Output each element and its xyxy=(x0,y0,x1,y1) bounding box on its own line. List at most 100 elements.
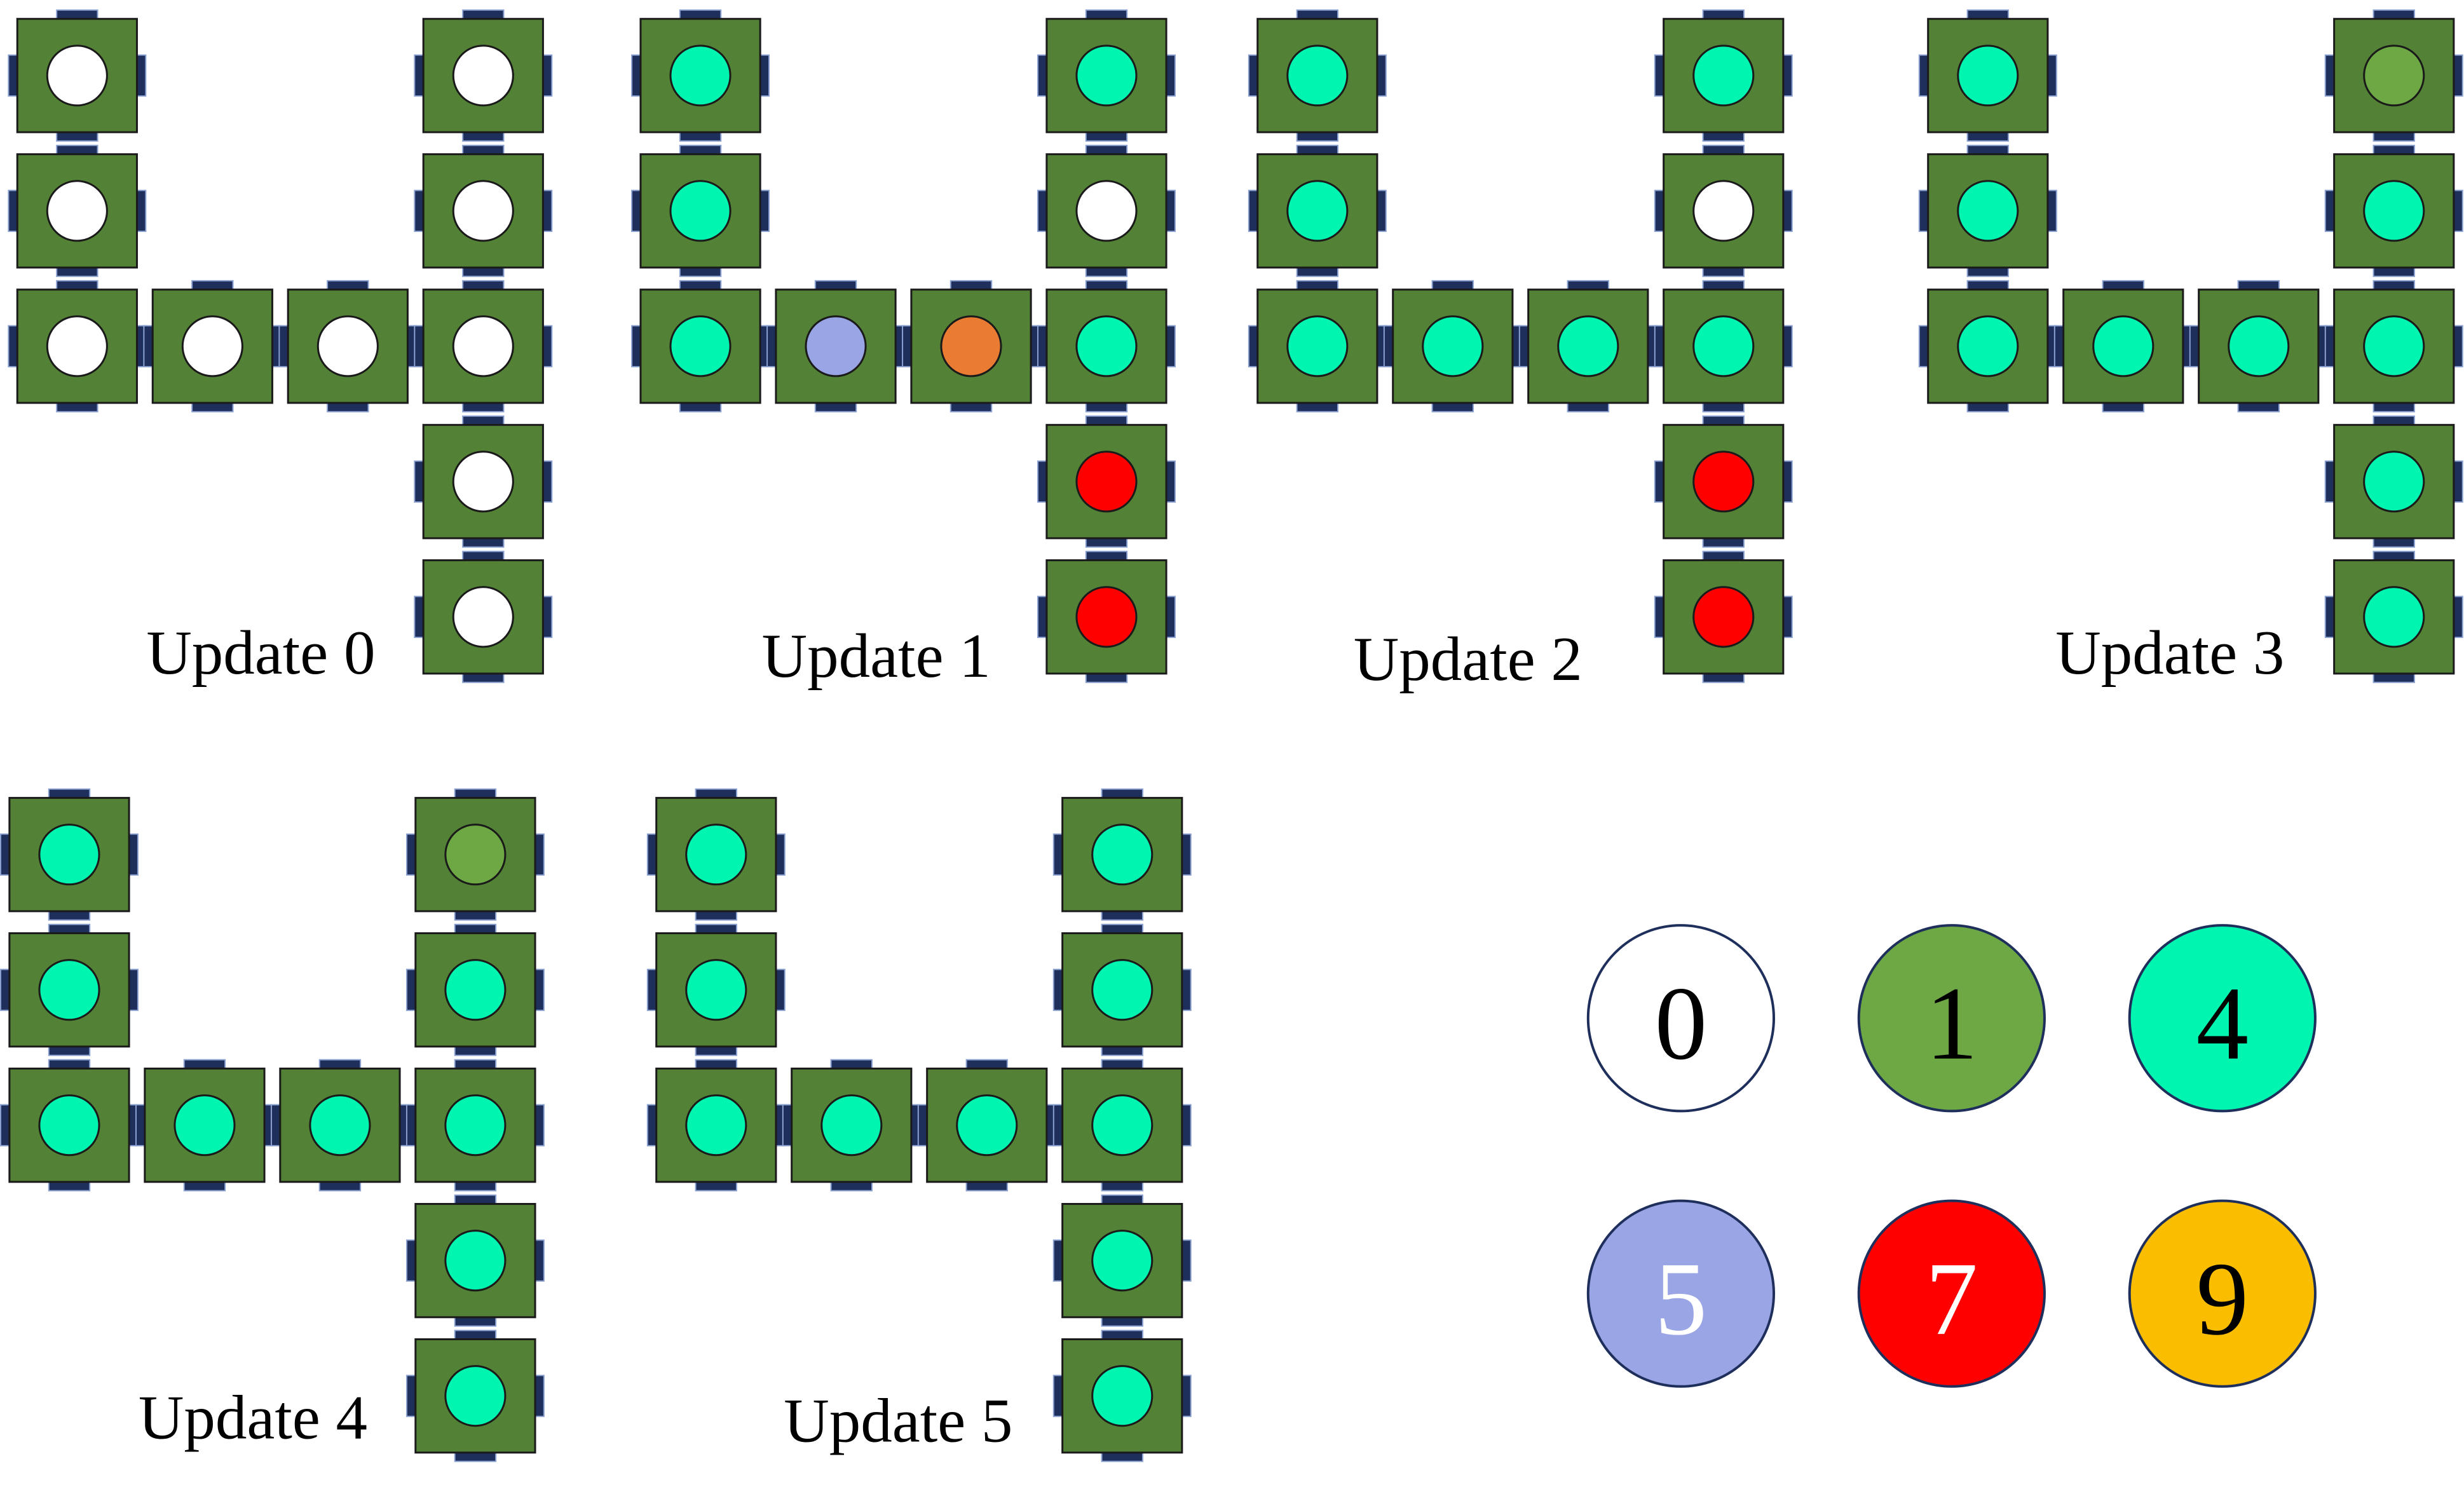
module-r1 xyxy=(2324,144,2463,277)
state-indicator xyxy=(38,959,100,1021)
update-panels: Update 0 Update 1 Update 2 Update 3 Update 4… xyxy=(0,9,2463,1462)
state-indicator xyxy=(1286,44,1349,107)
module-body xyxy=(1045,18,1167,133)
state-indicator xyxy=(309,1094,371,1157)
update-panel: Update 1 xyxy=(631,9,1176,691)
state-indicator xyxy=(1091,1094,1154,1157)
state-indicator xyxy=(1091,824,1154,886)
module-r2 xyxy=(2324,280,2463,412)
module-l1 xyxy=(1248,144,1387,277)
module-l0 xyxy=(1248,9,1387,142)
state-indicator xyxy=(685,959,747,1021)
panel-label: Update 4 xyxy=(139,1383,367,1453)
legend-swatch xyxy=(2128,924,2317,1113)
update-panel: Update 4 xyxy=(0,788,545,1462)
legend-item: 4 xyxy=(2128,924,2317,1113)
module-r0 xyxy=(1654,9,1793,142)
module-m1 xyxy=(1383,280,1522,412)
module-r4 xyxy=(1052,1329,1192,1462)
state-indicator xyxy=(1286,180,1349,242)
state-indicator xyxy=(1692,315,1755,377)
state-indicator xyxy=(805,315,867,377)
state-indicator xyxy=(317,315,379,377)
module-m2 xyxy=(917,1059,1056,1192)
module-m1 xyxy=(766,280,905,412)
state-indicator xyxy=(1091,1230,1154,1292)
panel-label: Update 1 xyxy=(762,621,991,691)
module-r4 xyxy=(2324,550,2463,683)
module-body xyxy=(639,153,761,269)
state-indicator xyxy=(669,44,732,107)
state-indicator xyxy=(669,180,732,242)
legend-swatch xyxy=(1857,924,2046,1113)
legend-swatch xyxy=(2128,1199,2317,1388)
state-indicator xyxy=(1091,959,1154,1021)
module-r0 xyxy=(405,788,545,921)
state-indicator xyxy=(685,1094,747,1157)
module-body xyxy=(1045,559,1167,675)
legend-item: 7 xyxy=(1857,1199,2046,1388)
state-indicator xyxy=(46,44,108,107)
legend-item: 1 xyxy=(1857,924,2046,1113)
module-m2 xyxy=(278,280,418,412)
module-m2 xyxy=(270,1059,409,1192)
legend-label: 0 xyxy=(1655,965,1708,1082)
module-r3 xyxy=(1654,415,1793,548)
module-l1 xyxy=(8,144,147,277)
module-m2 xyxy=(2189,280,2328,412)
state-indicator xyxy=(1075,586,1138,648)
state-indicator xyxy=(2363,44,2425,107)
module-r0 xyxy=(414,9,553,142)
module-body xyxy=(414,1203,536,1319)
state-indicator xyxy=(2228,315,2290,377)
module-l2 xyxy=(646,1059,786,1192)
module-r1 xyxy=(1037,144,1176,277)
module-r2 xyxy=(1052,1059,1192,1192)
panel-label: Update 3 xyxy=(2055,618,2284,688)
state-indicator xyxy=(2363,315,2425,377)
state-indicator xyxy=(444,959,507,1021)
module-r2 xyxy=(1654,280,1793,412)
legend-label: 9 xyxy=(2196,1240,2249,1357)
legend-swatch xyxy=(1857,1199,2046,1388)
legend-item: 5 xyxy=(1586,1199,1776,1388)
module-r4 xyxy=(1654,550,1793,683)
state-indicator xyxy=(1075,180,1138,242)
module-l1 xyxy=(1918,144,2057,277)
legend-swatch xyxy=(1586,924,1776,1113)
state-indicator xyxy=(452,44,514,107)
state-indicator xyxy=(1692,44,1755,107)
panel-label: Update 2 xyxy=(1354,625,1583,694)
state-indicator xyxy=(1557,315,1619,377)
legend-label: 1 xyxy=(1926,965,1978,1082)
module-r1 xyxy=(405,923,545,1056)
state-indicator xyxy=(1957,315,2019,377)
state-indicator xyxy=(1075,44,1138,107)
module-r1 xyxy=(414,144,553,277)
state-indicator xyxy=(820,1094,883,1157)
state-indicator xyxy=(1692,180,1755,242)
legend-label: 7 xyxy=(1926,1240,1978,1357)
legend-swatch xyxy=(1586,1199,1776,1388)
legend-item: 9 xyxy=(2128,1199,2317,1388)
module-l1 xyxy=(631,144,770,277)
module-m1 xyxy=(782,1059,921,1192)
state-indicator xyxy=(444,1230,507,1292)
module-l0 xyxy=(8,9,147,142)
update-panel: Update 0 xyxy=(8,9,553,688)
module-r3 xyxy=(414,415,553,548)
module-l2 xyxy=(0,1059,139,1192)
state-indicator xyxy=(2363,180,2425,242)
state-indicator xyxy=(174,1094,236,1157)
state-indicator xyxy=(444,1094,507,1157)
panel-label: Update 0 xyxy=(146,618,375,688)
panel-label: Update 5 xyxy=(784,1386,1012,1455)
legend-label: 4 xyxy=(2196,965,2249,1082)
module-l0 xyxy=(646,788,786,921)
module-m1 xyxy=(135,1059,274,1192)
module-r1 xyxy=(1052,923,1192,1056)
state-indicator xyxy=(452,315,514,377)
module-r2 xyxy=(405,1059,545,1192)
module-r3 xyxy=(2324,415,2463,548)
